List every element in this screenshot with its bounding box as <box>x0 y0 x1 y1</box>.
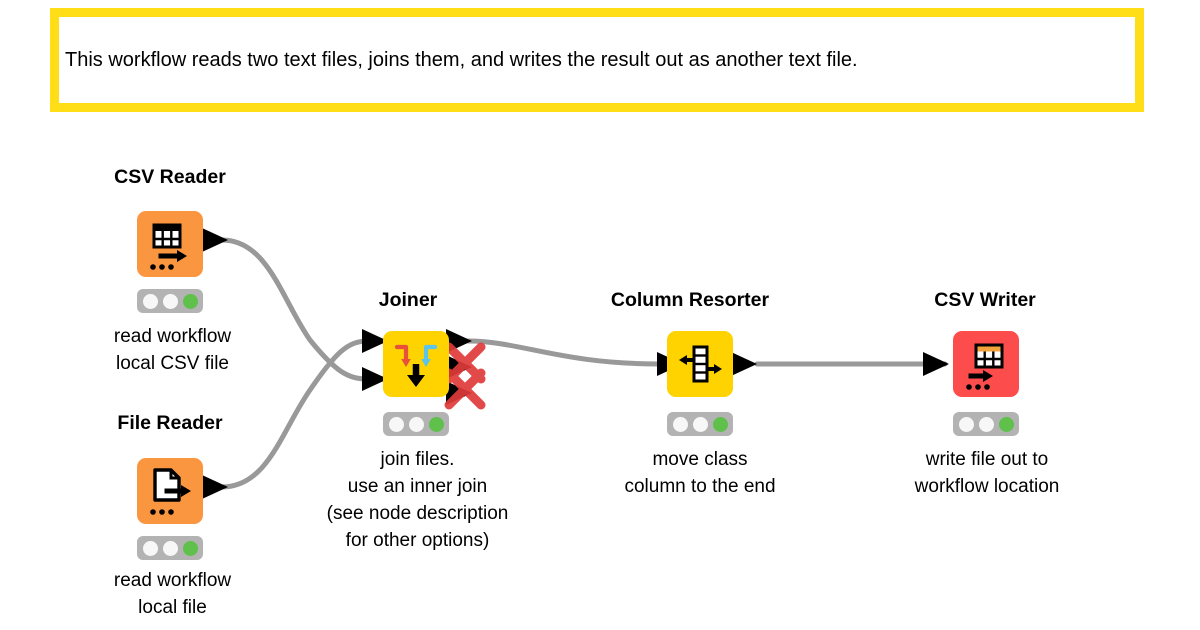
node-title-csv-reader: CSV Reader <box>114 166 226 188</box>
node-joiner[interactable] <box>383 331 449 397</box>
status-bar-csv-writer <box>953 412 1019 436</box>
status-dot-executed <box>182 293 198 309</box>
node-title-joiner: Joiner <box>378 289 438 311</box>
status-dot-executed <box>182 540 198 556</box>
status-dot-running <box>692 416 708 432</box>
status-bar-file-reader <box>137 536 203 560</box>
port-in-csv-writer[interactable] <box>923 352 949 376</box>
status-bar-joiner <box>383 412 449 436</box>
status-dot-queued <box>672 416 688 432</box>
status-dot-running <box>162 540 178 556</box>
node-caption-joiner: join files. use an inner join (see node … <box>326 449 509 551</box>
status-dot-queued <box>142 540 158 556</box>
status-bar-column-resorter <box>667 412 733 436</box>
status-dot-queued <box>958 416 974 432</box>
node-caption-csv-writer: write file out to workflow location <box>914 449 1060 497</box>
node-csv-reader[interactable] <box>137 211 203 277</box>
workflow-annotation-box[interactable]: This workflow reads two text files, join… <box>50 8 1144 112</box>
status-bar-csv-reader <box>137 289 203 313</box>
workflow-annotation-text: This workflow reads two text files, join… <box>65 49 858 71</box>
port-out-column-resorter[interactable] <box>731 352 757 376</box>
node-caption-file-reader: read workflow local file <box>113 570 232 618</box>
status-dot-queued <box>388 416 404 432</box>
port-out-file-reader[interactable] <box>202 475 228 499</box>
column-reorder-icon <box>679 345 722 383</box>
status-dot-running <box>408 416 424 432</box>
edge-joiner-to-columnresorter <box>465 338 663 367</box>
port-out-joiner-2[interactable] <box>446 355 472 379</box>
red-x-icon-joiner-outputs <box>444 342 486 410</box>
status-dot-executed <box>428 416 444 432</box>
port-out-csv-reader[interactable] <box>202 228 228 252</box>
table-write-icon <box>966 343 1004 390</box>
status-dot-running <box>978 416 994 432</box>
node-title-csv-writer: CSV Writer <box>934 289 1036 311</box>
status-dot-executed <box>998 416 1014 432</box>
node-file-reader[interactable] <box>137 458 203 524</box>
port-out-joiner-3[interactable] <box>446 381 472 405</box>
node-column-resorter[interactable] <box>667 331 733 397</box>
status-dot-running <box>162 293 178 309</box>
port-out-joiner-1[interactable] <box>446 329 472 353</box>
status-dot-executed <box>712 416 728 432</box>
node-title-file-reader: File Reader <box>117 412 223 434</box>
status-dot-queued <box>142 293 158 309</box>
merge-arrows-icon <box>394 344 438 387</box>
node-csv-writer[interactable] <box>953 331 1019 397</box>
table-arrow-icon <box>150 223 187 270</box>
node-title-column-resorter: Column Resorter <box>610 289 770 311</box>
document-arrow-icon <box>150 468 191 515</box>
node-caption-csv-reader: read workflow local CSV file <box>113 326 232 374</box>
node-caption-column-resorter: move class column to the end <box>624 449 776 497</box>
